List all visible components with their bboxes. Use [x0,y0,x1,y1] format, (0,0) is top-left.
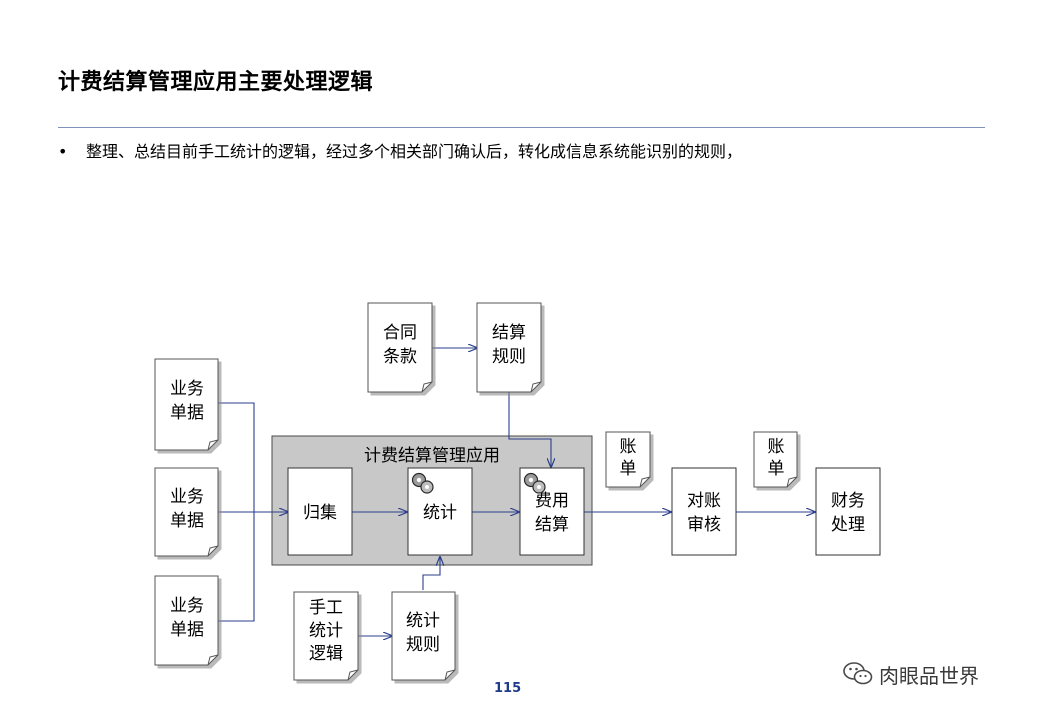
doc-label: 业务 [170,596,204,616]
doc-label: 单 [768,459,785,479]
box-label: 结算 [535,515,569,535]
gears-icon [411,472,434,494]
bullet-item: • 整理、总结目前手工统计的逻辑，经过多个相关部门确认后，转化成信息系统能识别的规… [58,138,742,162]
watermark: 肉眼品世界 [843,659,979,689]
doc-label: 条款 [383,347,417,367]
bullet-dot: • [58,142,68,161]
doc-label: 业务 [170,379,204,399]
connectors [218,348,815,636]
doc-label: 业务 [170,487,204,507]
box-reconcile: 对账 审核 [671,467,737,556]
box-settle: 费用 结算 [519,467,585,556]
doc-label: 规则 [406,635,440,655]
doc-label: 统计 [406,611,440,631]
bullet-text: 整理、总结目前手工统计的逻辑，经过多个相关部门确认后，转化成信息系统能识别的规则… [86,142,743,161]
arrow-statrules-to-stat [422,557,440,590]
doc-manual-logic: 手工 统计 逻辑 [293,591,359,681]
box-label: 费用 [535,491,569,511]
doc-label: 单 [620,459,637,479]
doc-business-3: 业务 单据 [154,575,219,666]
box-finance: 财务 处理 [815,467,881,556]
doc-label: 手工 [309,598,343,618]
box-label: 财务 [831,491,865,511]
doc-label: 账 [620,437,637,457]
doc-label: 合同 [383,323,417,343]
box-collect: 归集 [287,467,353,556]
doc-label: 单据 [170,403,204,423]
box-label: 归集 [303,503,337,523]
doc-settle-rules: 结算 规则 [476,302,542,393]
doc-label: 账 [768,437,785,457]
doc-contract: 合同 条款 [367,302,433,393]
page-number: 115 [494,681,522,696]
box-label: 对账 [687,491,721,511]
doc-label: 单据 [170,511,204,531]
doc-label: 结算 [492,323,526,343]
doc-label: 单据 [170,620,204,640]
doc-business-2: 业务 单据 [154,467,219,557]
watermark-text: 肉眼品世界 [879,663,979,688]
doc-label: 统计 [309,621,343,641]
app-label: 计费结算管理应用 [364,446,500,466]
arrow-rules-to-settle [508,392,551,467]
box-stat: 统计 [407,467,473,556]
doc-label: 逻辑 [309,644,343,664]
doc-business-1: 业务 单据 [154,358,219,451]
doc-bill-2: 账 单 [753,431,798,488]
box-label: 处理 [831,515,865,535]
title-divider [58,127,985,128]
wechat-icon [843,662,873,685]
doc-bill-1: 账 单 [605,431,651,488]
doc-label: 规则 [492,347,526,367]
page-title: 计费结算管理应用主要处理逻辑 [58,70,374,95]
box-label: 统计 [423,503,457,523]
gears-icon [523,472,546,494]
doc-stat-rules: 统计 规则 [391,591,456,681]
box-label: 审核 [687,515,721,535]
